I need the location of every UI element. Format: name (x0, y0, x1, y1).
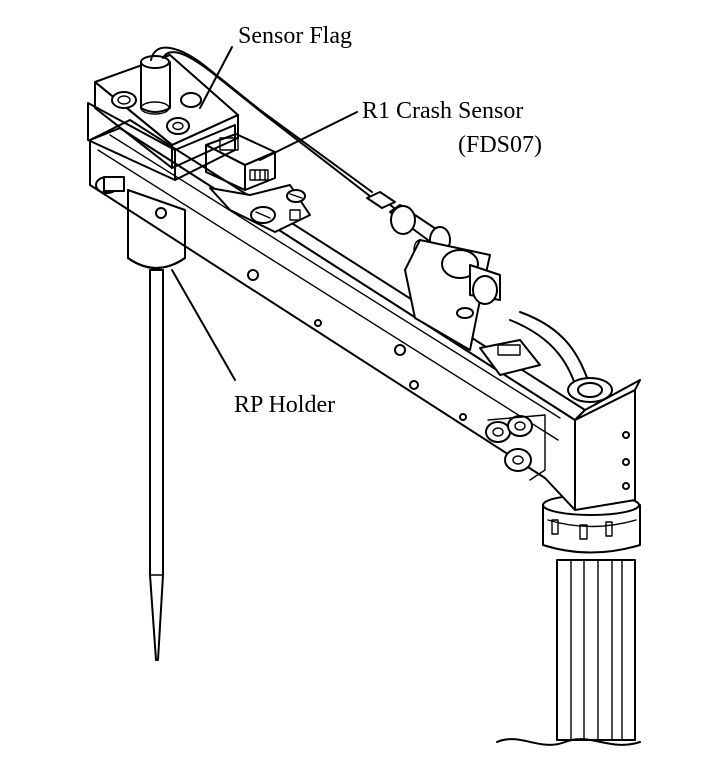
sensor-flag (94, 54, 239, 169)
end-fitting (567, 377, 613, 403)
rp-holder-leader (171, 269, 236, 381)
support-column (496, 559, 641, 746)
sensor-flag-leader (199, 46, 233, 109)
rp-holder (127, 189, 186, 269)
sensor-flag-label: Sensor Flag (238, 23, 352, 49)
crash-sensor-leader (259, 111, 358, 161)
front-knobs (485, 414, 546, 481)
arm-bracket (404, 239, 541, 376)
probe-needle (149, 269, 164, 661)
crash-sensor-label: R1 Crash Sensor (362, 98, 523, 124)
leader-lines (171, 46, 358, 381)
crash-sensor-part-number: (FDS07) (458, 132, 542, 158)
rp-holder-label: RP Holder (234, 392, 335, 418)
sensor-bracket (209, 184, 311, 233)
